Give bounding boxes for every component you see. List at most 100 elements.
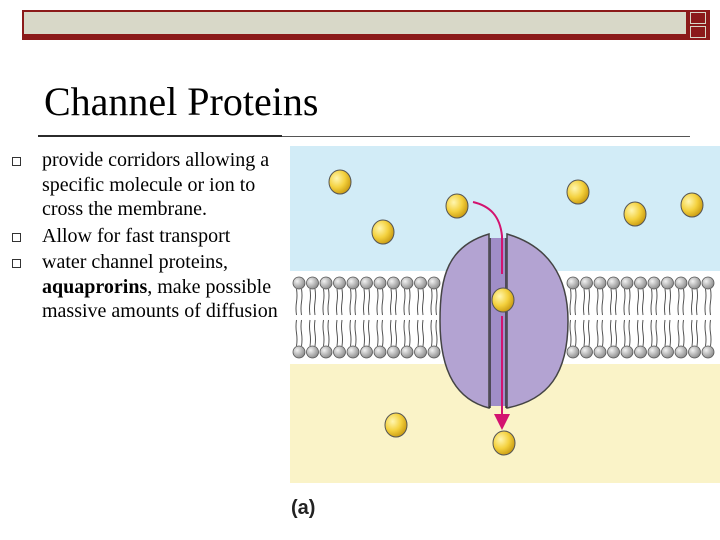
lipid-tail	[430, 288, 433, 316]
lipid-tail	[335, 319, 339, 347]
lipid-tail	[574, 288, 577, 316]
lipid-tail	[623, 288, 626, 316]
lipid-tail	[376, 319, 379, 347]
lipid-tail	[623, 319, 626, 347]
molecule	[445, 193, 469, 219]
lipid-head	[427, 276, 441, 290]
lipid-head	[400, 345, 414, 359]
lipid-tail	[636, 288, 640, 316]
lipid-tail	[641, 288, 645, 316]
lipid-tail	[435, 319, 438, 347]
lipid-tail	[650, 288, 653, 316]
channel-protein-right-half	[506, 232, 569, 409]
lipid-tail	[381, 319, 384, 347]
corner-square-icon	[690, 26, 706, 38]
lipid-head	[688, 345, 701, 359]
top-bar-inner-panel	[24, 12, 686, 37]
lipid-tail	[313, 288, 317, 316]
lipid-tail	[403, 288, 406, 316]
lipid-tail	[596, 288, 599, 316]
lipid-tail	[367, 319, 371, 347]
lipid-head	[701, 345, 715, 359]
lipid-head	[593, 276, 607, 290]
lipid-tail	[335, 288, 339, 316]
lipid-head	[647, 345, 661, 359]
aquaporins-term: aquaprorins	[42, 275, 148, 298]
lipid-tail	[601, 319, 604, 347]
lipid-head	[634, 276, 647, 290]
lipid-tail	[695, 319, 699, 347]
bullet-text: water channel proteins, aquaprorins, mak…	[42, 250, 284, 324]
lipid-head	[319, 345, 333, 359]
lipid-tail	[394, 288, 398, 316]
transport-arrow-path	[472, 201, 503, 274]
lipid-head	[593, 345, 607, 359]
lipid-tail	[322, 319, 325, 347]
lipid-tail	[421, 319, 425, 347]
lipid-tail	[682, 319, 685, 347]
bullet-item: Allow for fast transport	[12, 224, 284, 249]
lipid-tail	[349, 319, 352, 347]
bullet-text-part: , make possible massive amounts of diffu…	[42, 275, 278, 323]
lipid-head	[292, 276, 306, 290]
lipid-tail	[668, 288, 672, 316]
lipid-head	[387, 276, 400, 290]
molecules	[328, 169, 704, 456]
molecule	[566, 179, 590, 205]
lipid-head	[346, 345, 360, 359]
title-underline	[38, 135, 282, 137]
lipid-tail	[709, 288, 712, 316]
lipid-head	[661, 276, 674, 290]
bullet-text-part: water channel proteins,	[42, 251, 229, 273]
lipid-head	[333, 276, 346, 290]
lipid-head	[701, 276, 715, 290]
bullet-square-icon	[12, 232, 21, 242]
molecule	[680, 192, 704, 218]
lipid-head	[607, 276, 620, 290]
lipid-head	[634, 345, 647, 359]
lipid-head	[360, 345, 373, 359]
lipid-tail	[381, 288, 384, 316]
bullet-square-icon	[12, 259, 21, 268]
lipid-tail	[394, 319, 398, 347]
molecule	[491, 287, 515, 313]
bullet-text: Allow for fast transport	[42, 224, 231, 247]
lipid-head	[580, 345, 593, 359]
lipid-tail	[408, 319, 411, 347]
lipid-tail	[354, 288, 357, 316]
lipid-tail	[354, 319, 357, 347]
lipid-tail	[362, 319, 366, 347]
lipid-head	[319, 276, 333, 290]
lipid-head	[427, 345, 441, 359]
lipid-tail	[569, 288, 572, 316]
lipid-tail	[327, 319, 330, 347]
lipid-tail	[362, 288, 366, 316]
lipid-head	[620, 345, 634, 359]
lipid-tail	[609, 288, 613, 316]
lipid-tail	[308, 319, 312, 347]
channel-pore	[489, 238, 507, 406]
lipid-tail	[340, 319, 344, 347]
lipid-tail	[682, 288, 685, 316]
channel-protein-left-half	[439, 232, 490, 409]
molecule	[384, 412, 408, 438]
lipid-head	[373, 345, 387, 359]
lipid-tail	[704, 319, 707, 347]
slide-title: Channel Proteins	[44, 79, 319, 124]
lipid-tail	[416, 288, 420, 316]
lipid-tail	[367, 288, 371, 316]
lipid-tail	[300, 288, 303, 316]
lipid-head	[346, 276, 360, 290]
lipid-tail	[641, 319, 645, 347]
lipid-head	[306, 276, 319, 290]
molecule	[623, 201, 647, 227]
lipid-head	[373, 276, 387, 290]
lipid-tail	[349, 288, 352, 316]
lipid-head	[647, 276, 661, 290]
lipid-tail	[416, 319, 420, 347]
lipid-tail	[609, 319, 613, 347]
lipid-tail	[704, 288, 707, 316]
figure-caption: (a)	[291, 497, 316, 519]
lipid-tail	[709, 319, 712, 347]
lipid-head	[333, 345, 346, 359]
